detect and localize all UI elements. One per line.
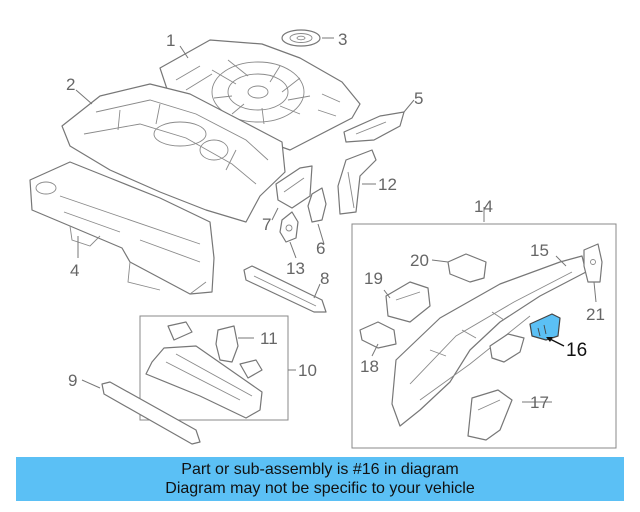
- part-10-floor-reinforcement[interactable]: [145, 345, 263, 419]
- part-21-bracket[interactable]: [583, 243, 603, 283]
- callout-11: 11: [260, 329, 278, 348]
- callout-2: 2: [66, 75, 75, 94]
- callout-17: 17: [530, 393, 549, 412]
- callout-6: 6: [316, 239, 325, 258]
- callout-5: 5: [414, 89, 423, 108]
- callout-12: 12: [378, 175, 397, 194]
- part-8-rail[interactable]: [243, 265, 327, 313]
- callout-21: 21: [586, 305, 605, 324]
- part-19-bracket[interactable]: [385, 281, 431, 323]
- part-6-bracket[interactable]: [307, 187, 327, 223]
- leader-lines: [75, 37, 597, 403]
- callout-16: 16: [566, 340, 587, 361]
- callout-13: 13: [286, 259, 305, 278]
- callout-10: 10: [298, 361, 317, 380]
- part-18-bracket[interactable]: [359, 321, 397, 349]
- part-4-rear-panel[interactable]: [29, 161, 215, 295]
- part-3-plug[interactable]: [281, 29, 321, 47]
- callout-1: 1: [166, 31, 175, 50]
- callout-8: 8: [320, 269, 329, 288]
- parts-diagram: 1 2 3 4 5 6 7 8 9 10 11 12 13 14 15 16 1…: [29, 29, 617, 449]
- banner-line-2: Diagram may not be specific to your vehi…: [165, 480, 475, 497]
- part-2-floor-panel[interactable]: [61, 83, 286, 223]
- part-5-bracket[interactable]: [343, 111, 405, 143]
- part-9-rail[interactable]: [101, 381, 201, 445]
- part-13-bracket[interactable]: [279, 211, 299, 243]
- part-7-bracket[interactable]: [275, 165, 313, 209]
- callout-20: 20: [410, 251, 429, 270]
- callout-4: 4: [70, 261, 79, 280]
- callout-18: 18: [360, 357, 379, 376]
- group-box-14: [351, 223, 617, 449]
- info-banner: Part or sub-assembly is #16 in diagram D…: [16, 457, 624, 501]
- callout-7: 7: [262, 215, 271, 234]
- part-17-extension[interactable]: [467, 333, 525, 441]
- group-box-10: [139, 315, 289, 421]
- callout-14: 14: [474, 197, 493, 216]
- part-12-pillar-bracket[interactable]: [337, 149, 377, 215]
- callout-9: 9: [68, 371, 77, 390]
- banner-line-1: Part or sub-assembly is #16 in diagram: [181, 461, 459, 478]
- part-16-highlighted[interactable]: [529, 313, 561, 341]
- callout-15: 15: [530, 241, 549, 260]
- callout-3: 3: [338, 30, 347, 49]
- part-11-brackets[interactable]: [167, 321, 263, 379]
- part-20-bracket[interactable]: [447, 253, 487, 283]
- part-15-side-member[interactable]: [391, 255, 587, 427]
- callout-19: 19: [364, 269, 383, 288]
